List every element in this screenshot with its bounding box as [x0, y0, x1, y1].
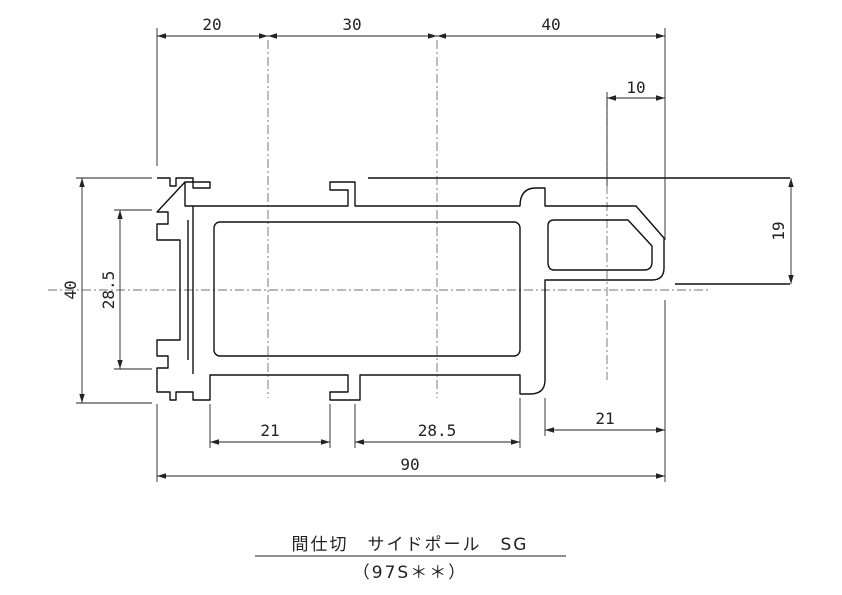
- dim-top-2: 30: [342, 15, 361, 34]
- dim-right-offset: 10: [626, 78, 645, 97]
- dim-height-left-outer: 40: [61, 280, 80, 299]
- dim-height-right: 19: [769, 221, 788, 240]
- extension-lines: [76, 28, 666, 482]
- profile-cross-section: [156, 177, 790, 401]
- drawing-title: 間仕切 サイドポール SG: [292, 535, 529, 555]
- dim-top-1: 20: [202, 15, 221, 34]
- dim-bottom-3: 21: [595, 409, 614, 428]
- drawing-code: （97S＊＊）: [353, 563, 467, 583]
- center-lines: [48, 40, 710, 398]
- dim-overall-width: 90: [400, 455, 419, 474]
- dimension-lines: [79, 33, 794, 479]
- dim-height-left-inner: 28.5: [99, 271, 118, 310]
- dim-top-3: 40: [541, 15, 560, 34]
- dim-bottom-2: 28.5: [418, 421, 457, 440]
- dim-bottom-1: 21: [260, 421, 279, 440]
